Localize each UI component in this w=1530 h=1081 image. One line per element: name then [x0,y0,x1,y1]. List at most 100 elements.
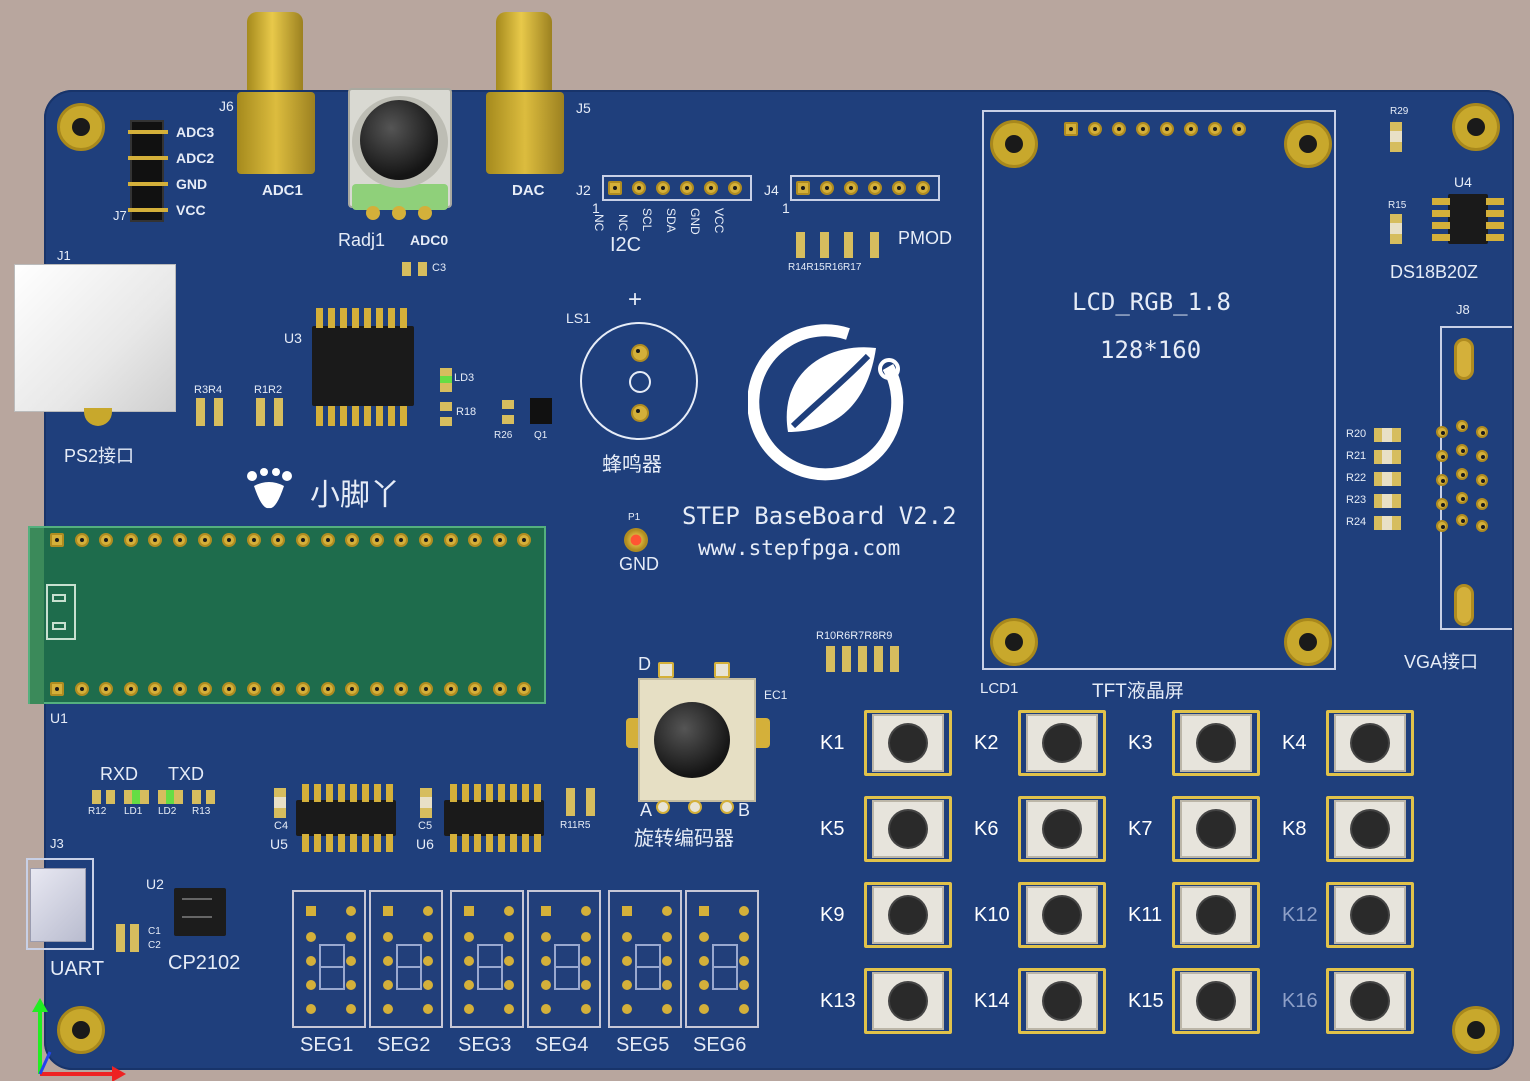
rotary-encoder-ec1[interactable] [626,662,770,816]
fpga-pin [271,533,286,547]
encoder-a-label: A [640,800,653,820]
fpga-pin [468,533,483,547]
vga-resistors [1374,428,1406,538]
fpga-pin [222,682,237,696]
pmod-title: PMOD [898,228,952,248]
push-button-k6[interactable] [1018,796,1106,862]
adc1-label: ADC1 [262,182,303,199]
fpga-pin [369,533,384,547]
button-cap-icon[interactable] [1198,897,1234,933]
button-cap-icon[interactable] [1044,811,1080,847]
button-cap-icon[interactable] [1044,897,1080,933]
ds18b20-label: DS18B20Z [1390,262,1479,282]
lcd-mount-hole [1284,120,1332,168]
q1-label: Q1 [534,430,548,441]
fpga-pin [517,682,532,696]
segment-label: SEG2 [377,1034,431,1056]
push-button-k4[interactable] [1326,710,1414,776]
adc3-label: ADC3 [176,124,215,140]
push-button-k10[interactable] [1018,882,1106,948]
key-label: K6 [974,818,999,840]
button-cap-icon[interactable] [890,811,926,847]
test-point-gnd[interactable] [624,528,648,552]
key-label: K11 [1128,904,1163,926]
fpga-pin [492,682,507,696]
i2c-pin-1: NC [592,214,606,232]
segment-label: SEG4 [535,1034,589,1056]
button-cap-icon[interactable] [890,725,926,761]
fpga-pin [246,533,261,547]
push-button-k7[interactable] [1172,796,1260,862]
fpga-pin [173,682,187,696]
c2-label: C2 [148,940,161,951]
key-label: K3 [1128,732,1153,754]
push-button-k2[interactable] [1018,710,1106,776]
ld3-label: LD3 [454,372,475,384]
push-button-k9[interactable] [864,882,952,948]
fpga-pin [123,533,138,547]
push-button-k15[interactable] [1172,968,1260,1034]
push-button-k14[interactable] [1018,968,1106,1034]
fpga-pin [443,533,458,547]
step-logo-icon [748,324,904,481]
j3-label: J3 [50,836,64,851]
mounting-hole-top-left [57,103,105,151]
push-button-k16[interactable] [1326,968,1414,1034]
button-cap-icon[interactable] [1198,725,1234,761]
ic-u6 [444,782,544,854]
seven-segment-display [369,890,443,1028]
button-cap-icon[interactable] [890,983,926,1019]
push-button-k8[interactable] [1326,796,1414,862]
mid-resistors [826,646,908,672]
button-cap-icon[interactable] [1198,811,1234,847]
ps2-resistors [196,398,288,428]
cp2102-label: CP2102 [168,952,241,974]
fpga-pin [74,682,89,696]
push-button-k11[interactable] [1172,882,1260,948]
button-cap-icon[interactable] [1352,811,1388,847]
encoder-knob-icon[interactable] [654,702,730,778]
u4-label: U4 [1454,174,1472,190]
push-button-k5[interactable] [864,796,952,862]
lcd-panel [982,110,1336,670]
button-cap-icon[interactable] [1044,983,1080,1019]
fpga-pin [50,682,64,696]
fpga-pin [419,682,433,696]
led-ld3 [440,368,452,392]
uart-label: UART [50,958,105,980]
push-button-k13[interactable] [864,968,952,1034]
header-j7 [128,120,168,222]
key-label: K1 [820,732,845,754]
button-cap-icon[interactable] [1198,983,1234,1019]
push-button-k1[interactable] [864,710,952,776]
r11r5-label: R11R5 [560,820,591,831]
u1-label: U1 [50,710,68,726]
i2c-pin-6: VCC [712,208,726,234]
button-cap-icon[interactable] [1044,725,1080,761]
brand-name: 小脚丫 [310,478,400,513]
button-cap-icon[interactable] [1352,725,1388,761]
lcd1-label: LCD1 [980,680,1019,697]
c4-label: C4 [274,820,289,832]
i2c-pin-2: NC [616,214,630,232]
fpga-pin [345,533,360,547]
push-button-k12[interactable] [1326,882,1414,948]
key-label: K9 [820,904,845,926]
sma-body-j6 [237,92,315,174]
potentiometer-radj1[interactable] [348,88,452,224]
push-button-k3[interactable] [1172,710,1260,776]
c3-pad [402,262,411,276]
button-cap-icon[interactable] [1352,983,1388,1019]
usb-port-icon [46,584,76,640]
gnd-test-label: GND [619,554,659,574]
fpga-pin [394,533,409,547]
key-label: K16 [1282,990,1318,1012]
tft-label: TFT液晶屏 [1092,681,1184,702]
button-cap-icon[interactable] [890,897,926,933]
fpga-pin [99,533,114,547]
knob-icon[interactable] [360,100,438,180]
fpga-pin [197,682,212,696]
r15-label: R15 [1388,200,1407,211]
fpga-top-pins [50,533,540,549]
button-cap-icon[interactable] [1352,897,1388,933]
